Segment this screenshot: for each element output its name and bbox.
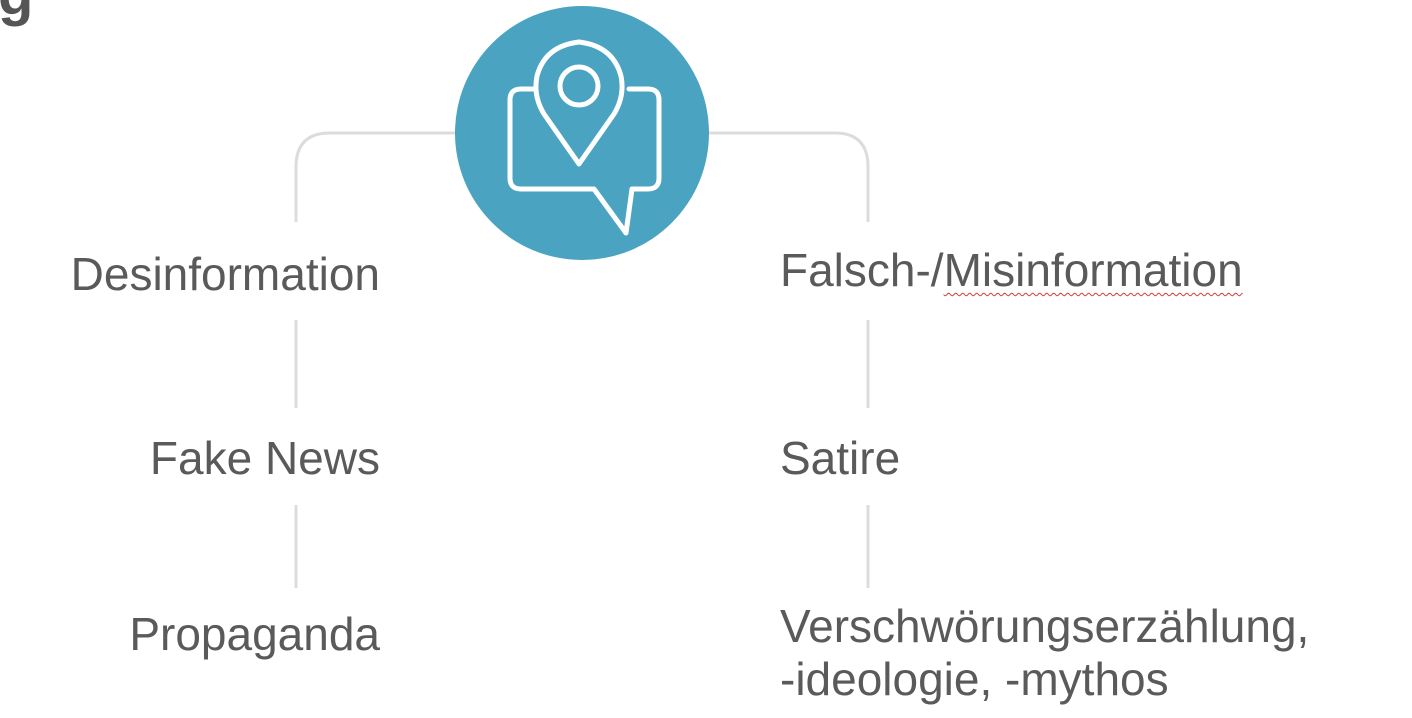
heading-fragment: g [0,0,33,24]
location-pin-speech-bubble-icon [455,6,709,260]
right-bracket-line [705,131,870,222]
term-propaganda: Propaganda [129,608,380,660]
term-verschwoerung-line1: Verschwörungserzählung, [780,600,1310,652]
term-falsch-misinformation: Falsch-/Misinformation [780,244,1243,297]
term-satire: Satire [780,432,901,484]
term-verschwoerung: Verschwörungserzählung, -ideologie, -myt… [780,600,1309,706]
left-bracket-line [294,131,460,222]
term-verschwoerung-line2: -ideologie, -mythos [780,652,1169,705]
term-misinformation-spellcheck: Misinformation [943,244,1243,296]
term-fake-news: Fake News [149,432,380,484]
term-desinformation: Desinformation [70,248,380,300]
term-falsch-prefix: Falsch-/ [780,244,944,296]
